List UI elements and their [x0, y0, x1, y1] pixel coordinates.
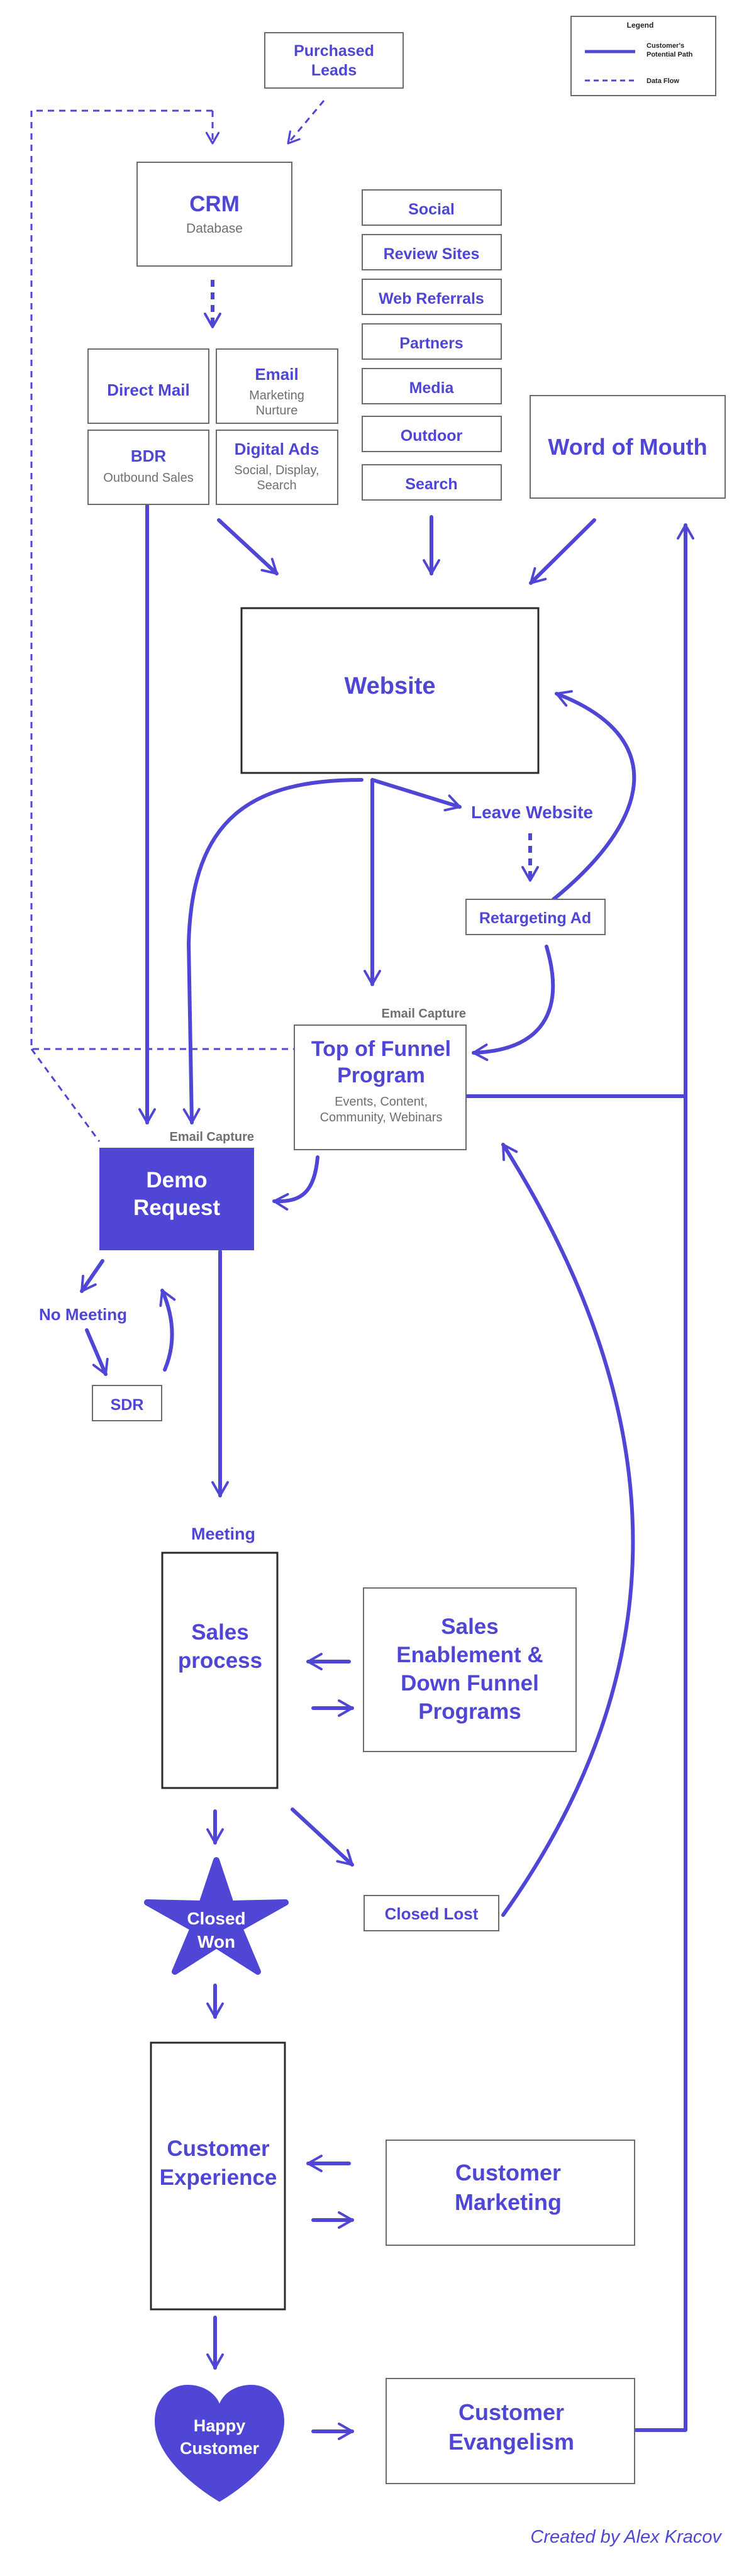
website-to-leave-path — [370, 778, 462, 812]
word-of-mouth-to-website-path — [529, 518, 596, 585]
demo-to-no-meeting-path — [80, 1259, 104, 1293]
sales-to-closed-lost-path — [291, 1807, 354, 1867]
retargeting-to-top-funnel-path — [472, 945, 555, 1062]
node-closed-lost: Closed Lost — [364, 1895, 499, 1931]
author-credit: Created by Alex Kracov — [530, 2527, 721, 2547]
digital-ads-subtitle: Social, Display,Search — [234, 464, 319, 492]
node-bdr: BDR Outbound Sales — [87, 430, 209, 505]
customer-paths — [80, 502, 694, 2440]
channel-list: Social Review Sites Web Referrals Partne… — [362, 189, 502, 501]
node-digital-ads: Digital Ads Social, Display,Search — [216, 430, 338, 505]
legend-box — [570, 16, 716, 96]
outbound-to-website-path — [217, 518, 279, 575]
word-of-mouth-label: Word of Mouth — [548, 434, 707, 460]
channel-outdoor: Outdoor — [401, 427, 463, 445]
sdr-label: SDR — [111, 1396, 144, 1414]
bdr-title: BDR — [131, 447, 167, 465]
meeting-label: Meeting — [191, 1524, 255, 1543]
legend-flow-label: Data Flow — [647, 77, 679, 85]
retargeting-ad-label: Retargeting Ad — [479, 909, 591, 927]
node-website: Website — [240, 607, 540, 774]
channel-search: Search — [405, 475, 457, 493]
website-to-demo-path — [182, 778, 364, 1124]
digital-ads-title: Digital Ads — [235, 440, 319, 458]
sdr-to-demo-path — [159, 1289, 176, 1372]
email-capture-top-label: Email Capture — [382, 1007, 466, 1021]
channel-review-sites: Review Sites — [384, 245, 480, 263]
channel-media: Media — [409, 379, 455, 397]
happy-customer-heart-shape — [155, 2385, 284, 2502]
node-retargeting-ad: Retargeting Ad — [465, 899, 606, 935]
evangelism-loop-path — [465, 1094, 687, 2432]
email-title: Email — [255, 365, 298, 384]
legend-title: Legend — [627, 21, 654, 30]
bdr-subtitle: Outbound Sales — [103, 471, 193, 485]
closed-won-star-shape — [144, 1857, 289, 1975]
leads-to-crm-flow — [287, 100, 325, 145]
data-flow-lines — [30, 100, 539, 1142]
channel-social: Social — [408, 201, 455, 218]
no-meeting-to-sdr-path — [85, 1328, 109, 1376]
node-word-of-mouth: Word of Mouth — [530, 395, 726, 499]
node-direct-mail: Direct Mail — [87, 348, 209, 424]
crm-title: CRM — [189, 192, 240, 216]
top-funnel-to-demo-path — [272, 1155, 319, 1211]
channel-partners: Partners — [399, 335, 463, 352]
top-funnel-subtitle: Events, Content,Community, Webinars — [320, 1095, 443, 1124]
crm-to-top-funnel-flow — [30, 109, 294, 1050]
closed-lost-to-top-funnel-path — [501, 1143, 635, 1917]
channel-web-referrals: Web Referrals — [379, 290, 484, 308]
crm-to-demo-flow — [30, 1048, 101, 1142]
node-sdr: SDR — [92, 1385, 162, 1421]
email-capture-demo-label: Email Capture — [170, 1130, 254, 1144]
website-label: Website — [344, 673, 435, 699]
node-crm: CRM Database — [136, 162, 292, 267]
direct-mail-label: Direct Mail — [107, 380, 190, 399]
crm-subtitle: Database — [186, 221, 243, 236]
no-meeting-label: No Meeting — [39, 1305, 127, 1324]
retargeting-to-website-path — [552, 690, 636, 901]
leave-website-label: Leave Website — [471, 802, 593, 822]
closed-lost-label: Closed Lost — [385, 1904, 479, 1923]
